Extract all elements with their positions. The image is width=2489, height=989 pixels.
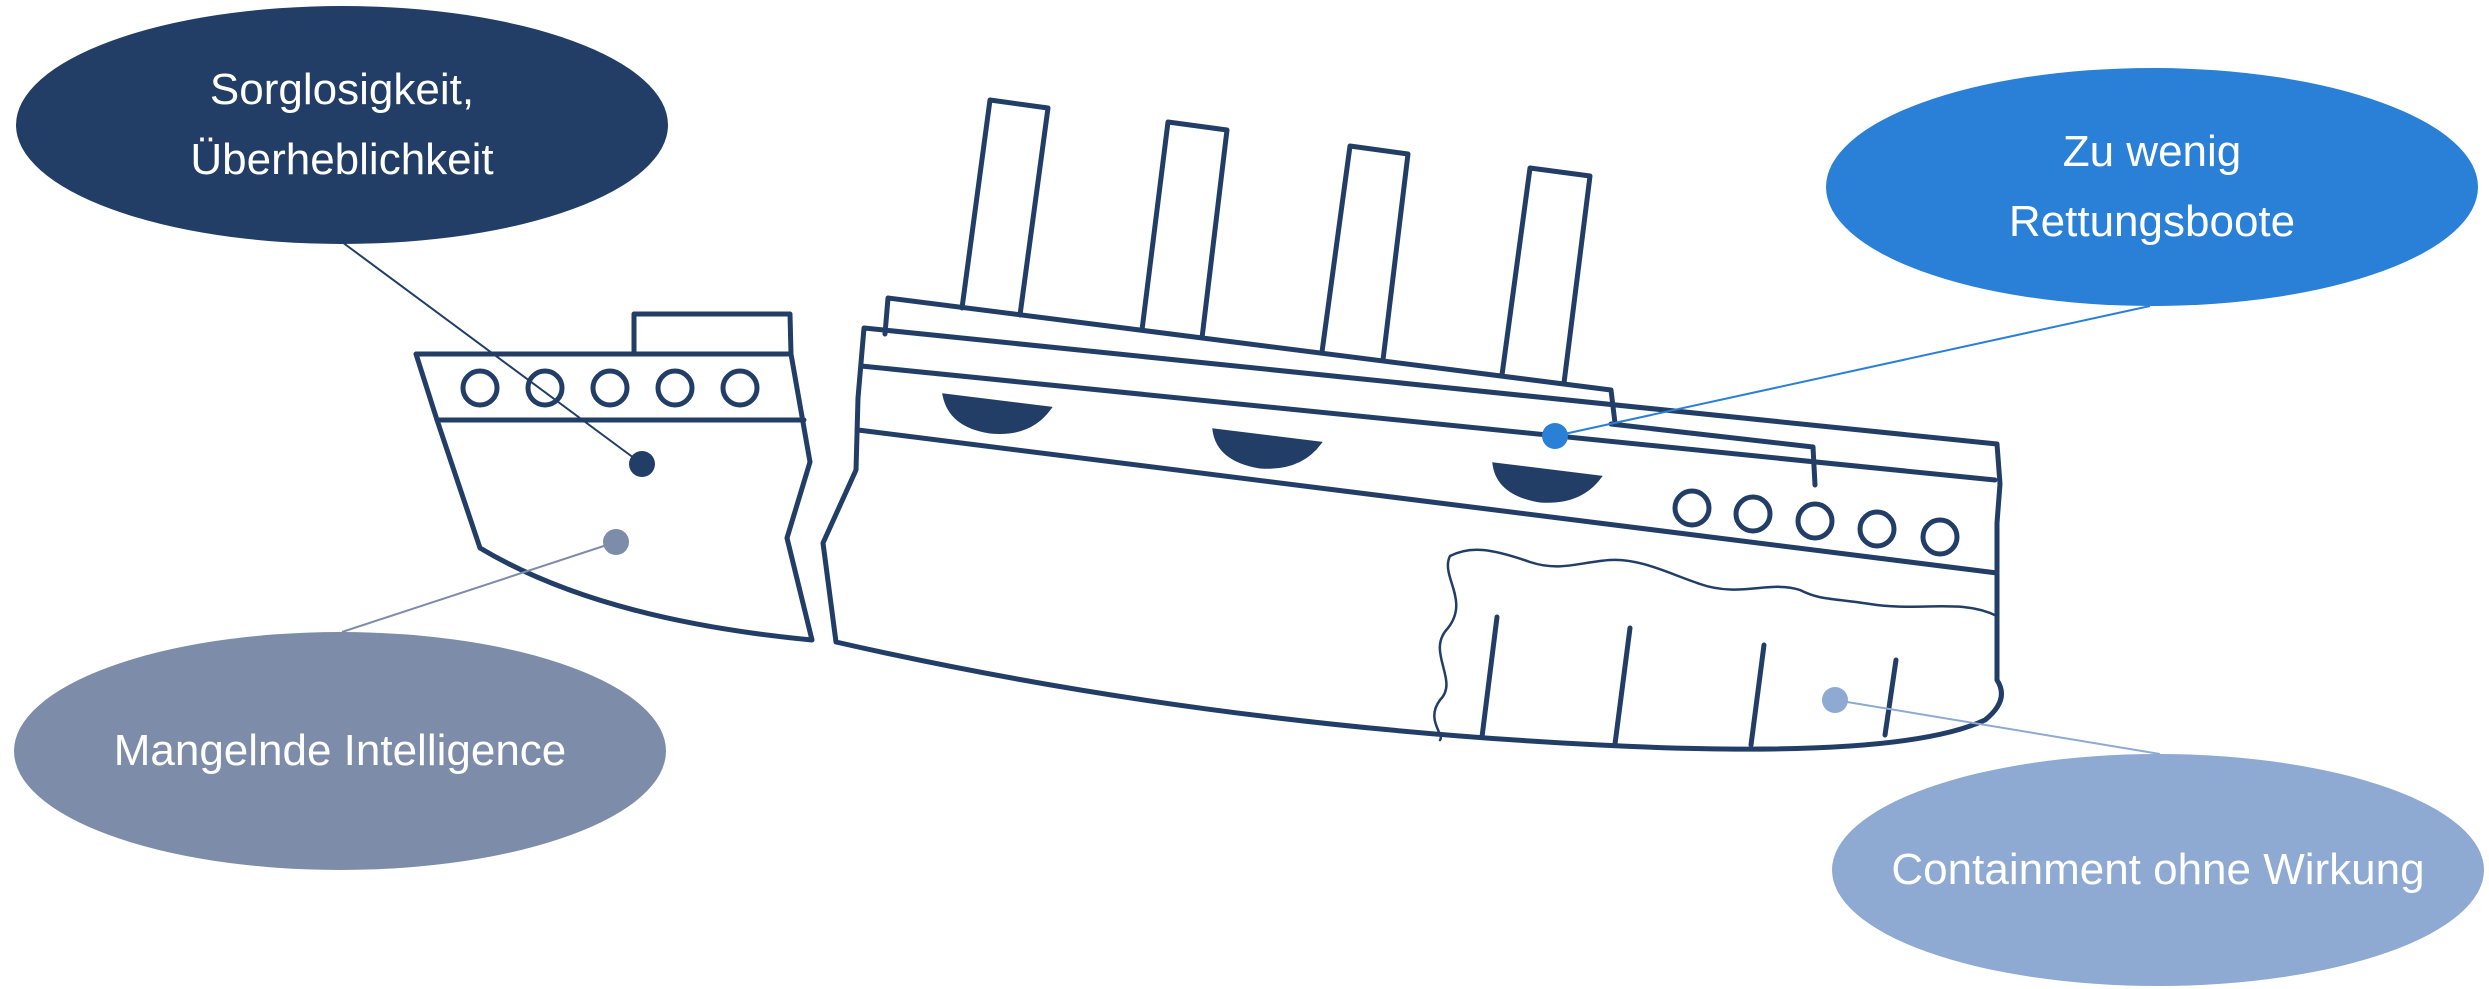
lifeboats xyxy=(944,395,1600,501)
callout-line: Containment ohne Wirkung xyxy=(1891,835,2424,905)
callout-line: Zu wenig xyxy=(2063,117,2242,187)
stern-porthole-5 xyxy=(723,371,757,405)
stern-porthole-1 xyxy=(463,371,497,405)
main-porthole-5 xyxy=(1923,520,1957,554)
main-hull xyxy=(823,328,2001,749)
anchor-dot-containment xyxy=(1822,687,1848,713)
callout-line: Sorglosigkeit, xyxy=(210,55,474,125)
connector-intelligence xyxy=(342,542,616,632)
stern-porthole-4 xyxy=(658,371,692,405)
upper-deck-step xyxy=(1611,424,1815,485)
callout-intelligence: Mangelnde Intelligence xyxy=(14,632,666,870)
stern-superstructure xyxy=(634,314,791,354)
stern-porthole-3 xyxy=(593,371,627,405)
callout-line: Mangelnde Intelligence xyxy=(114,716,567,786)
lifeboat-1 xyxy=(944,395,1050,433)
anchor-dot-rettungsboote xyxy=(1542,423,1568,449)
main-porthole-3 xyxy=(1798,504,1832,538)
callout-line: Überheblichkeit xyxy=(190,125,493,195)
funnel-2 xyxy=(1142,122,1227,338)
water-line xyxy=(1434,550,1997,740)
funnel-4 xyxy=(1502,168,1590,383)
rib-1 xyxy=(1482,617,1497,737)
callout-rettungsboote: Zu wenig Rettungsboote xyxy=(1826,68,2478,306)
main-porthole-4 xyxy=(1860,512,1894,546)
main-porthole-2 xyxy=(1736,497,1770,531)
rib-3 xyxy=(1751,645,1764,745)
connector-rettungsboote xyxy=(1555,306,2150,436)
callout-sorglosigkeit: Sorglosigkeit, Überheblichkeit xyxy=(16,6,668,244)
callout-containment: Containment ohne Wirkung xyxy=(1832,754,2484,986)
lifeboat-2 xyxy=(1214,430,1320,467)
stern-section xyxy=(416,314,812,640)
lifeboat-3 xyxy=(1494,464,1600,501)
main-deck-line-lower xyxy=(858,430,1997,573)
rib-4 xyxy=(1885,660,1896,735)
anchor-dot-sorglosigkeit xyxy=(629,451,655,477)
anchor-dot-intelligence xyxy=(603,529,629,555)
callout-line: Rettungsboote xyxy=(2009,187,2295,257)
main-porthole-1 xyxy=(1675,491,1709,525)
rib-2 xyxy=(1615,628,1630,744)
funnel-3 xyxy=(1322,146,1408,360)
funnel-1 xyxy=(962,100,1048,315)
